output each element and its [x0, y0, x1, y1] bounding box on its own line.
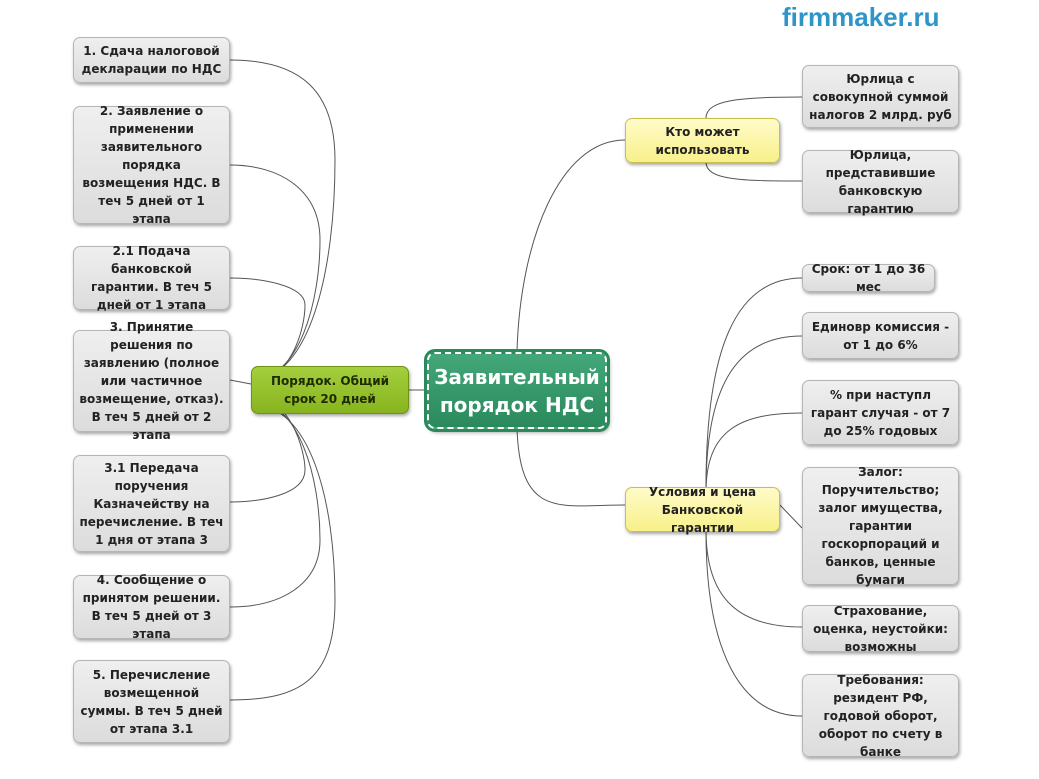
terms-item-node-5: Страхование, оценка, неустойки: возможны	[802, 604, 959, 654]
terms-item-node-1: Срок: от 1 до 36 мес	[802, 262, 935, 294]
order-branch-node: Порядок. Общий срок 20 дней	[251, 366, 409, 414]
step-label: 3.1 Передача поручения Казначейству на п…	[79, 460, 224, 547]
who-branch-label: Кто может использовать	[655, 124, 750, 157]
terms-item-node-3: % при наступл гарант случая - от 7 до 25…	[802, 380, 959, 445]
step-node-2-1: 2.1 Подача банковской гарантии. В теч 5 …	[73, 244, 230, 312]
terms-branch-label: Условия и цена Банковской гарантии	[648, 484, 757, 535]
terms-item-label: Требования: резидент РФ, годовой оборот,…	[818, 672, 943, 759]
root-node: Заявительный порядок НДС	[424, 349, 610, 432]
step-node-1: 1. Сдача налоговой декларации по НДС	[73, 37, 230, 83]
step-label: 2. Заявление о применении заявительного …	[82, 104, 221, 226]
order-branch-label: Порядок. Общий срок 20 дней	[270, 374, 390, 406]
step-node-2: 2. Заявление о применении заявительного …	[73, 104, 230, 226]
step-node-3-1: 3.1 Передача поручения Казначейству на п…	[73, 455, 230, 552]
terms-item-node-2: Единовр комиссия - от 1 до 6%	[802, 312, 959, 359]
step-label: 5. Перечисление возмещенной суммы. В теч…	[80, 667, 223, 736]
terms-item-node-4: Залог: Поручительство; залог имущества, …	[802, 465, 959, 587]
step-label: 1. Сдача налоговой декларации по НДС	[81, 44, 222, 76]
step-node-4: 4. Сообщение о принятом решении. В теч 5…	[73, 573, 230, 641]
root-label: Заявительный порядок НДС	[434, 364, 600, 417]
terms-item-label: Единовр комиссия - от 1 до 6%	[811, 319, 950, 352]
brand-logo-text[interactable]: firmmaker.ru	[782, 2, 940, 32]
who-item-node-2: Юрлица, представившие банковскую гаранти…	[802, 148, 959, 216]
terms-item-node-6: Требования: резидент РФ, годовой оборот,…	[802, 673, 959, 759]
step-node-5: 5. Перечисление возмещенной суммы. В теч…	[73, 660, 230, 743]
step-label: 4. Сообщение о принятом решении. В теч 5…	[82, 573, 221, 641]
step-label: 2.1 Подача банковской гарантии. В теч 5 …	[90, 244, 213, 312]
terms-item-label: Срок: от 1 до 36 мес	[811, 262, 926, 294]
terms-item-label: Залог: Поручительство; залог имущества, …	[818, 465, 943, 587]
step-label: 3. Принятие решения по заявлению (полное…	[79, 320, 224, 442]
terms-item-label: Страхование, оценка, неустойки: возможны	[813, 603, 948, 654]
who-item-node-1: Юрлица с совокупной суммой налогов 2 млр…	[802, 65, 959, 128]
who-item-label: Юрлица с совокупной суммой налогов 2 млр…	[809, 71, 952, 122]
step-node-3: 3. Принятие решения по заявлению (полное…	[73, 320, 230, 442]
terms-item-label: % при наступл гарант случая - от 7 до 25…	[810, 387, 951, 438]
who-item-label: Юрлица, представившие банковскую гаранти…	[825, 147, 936, 216]
who-branch-node: Кто может использовать	[625, 118, 780, 163]
terms-branch-node: Условия и цена Банковской гарантии	[625, 485, 780, 535]
